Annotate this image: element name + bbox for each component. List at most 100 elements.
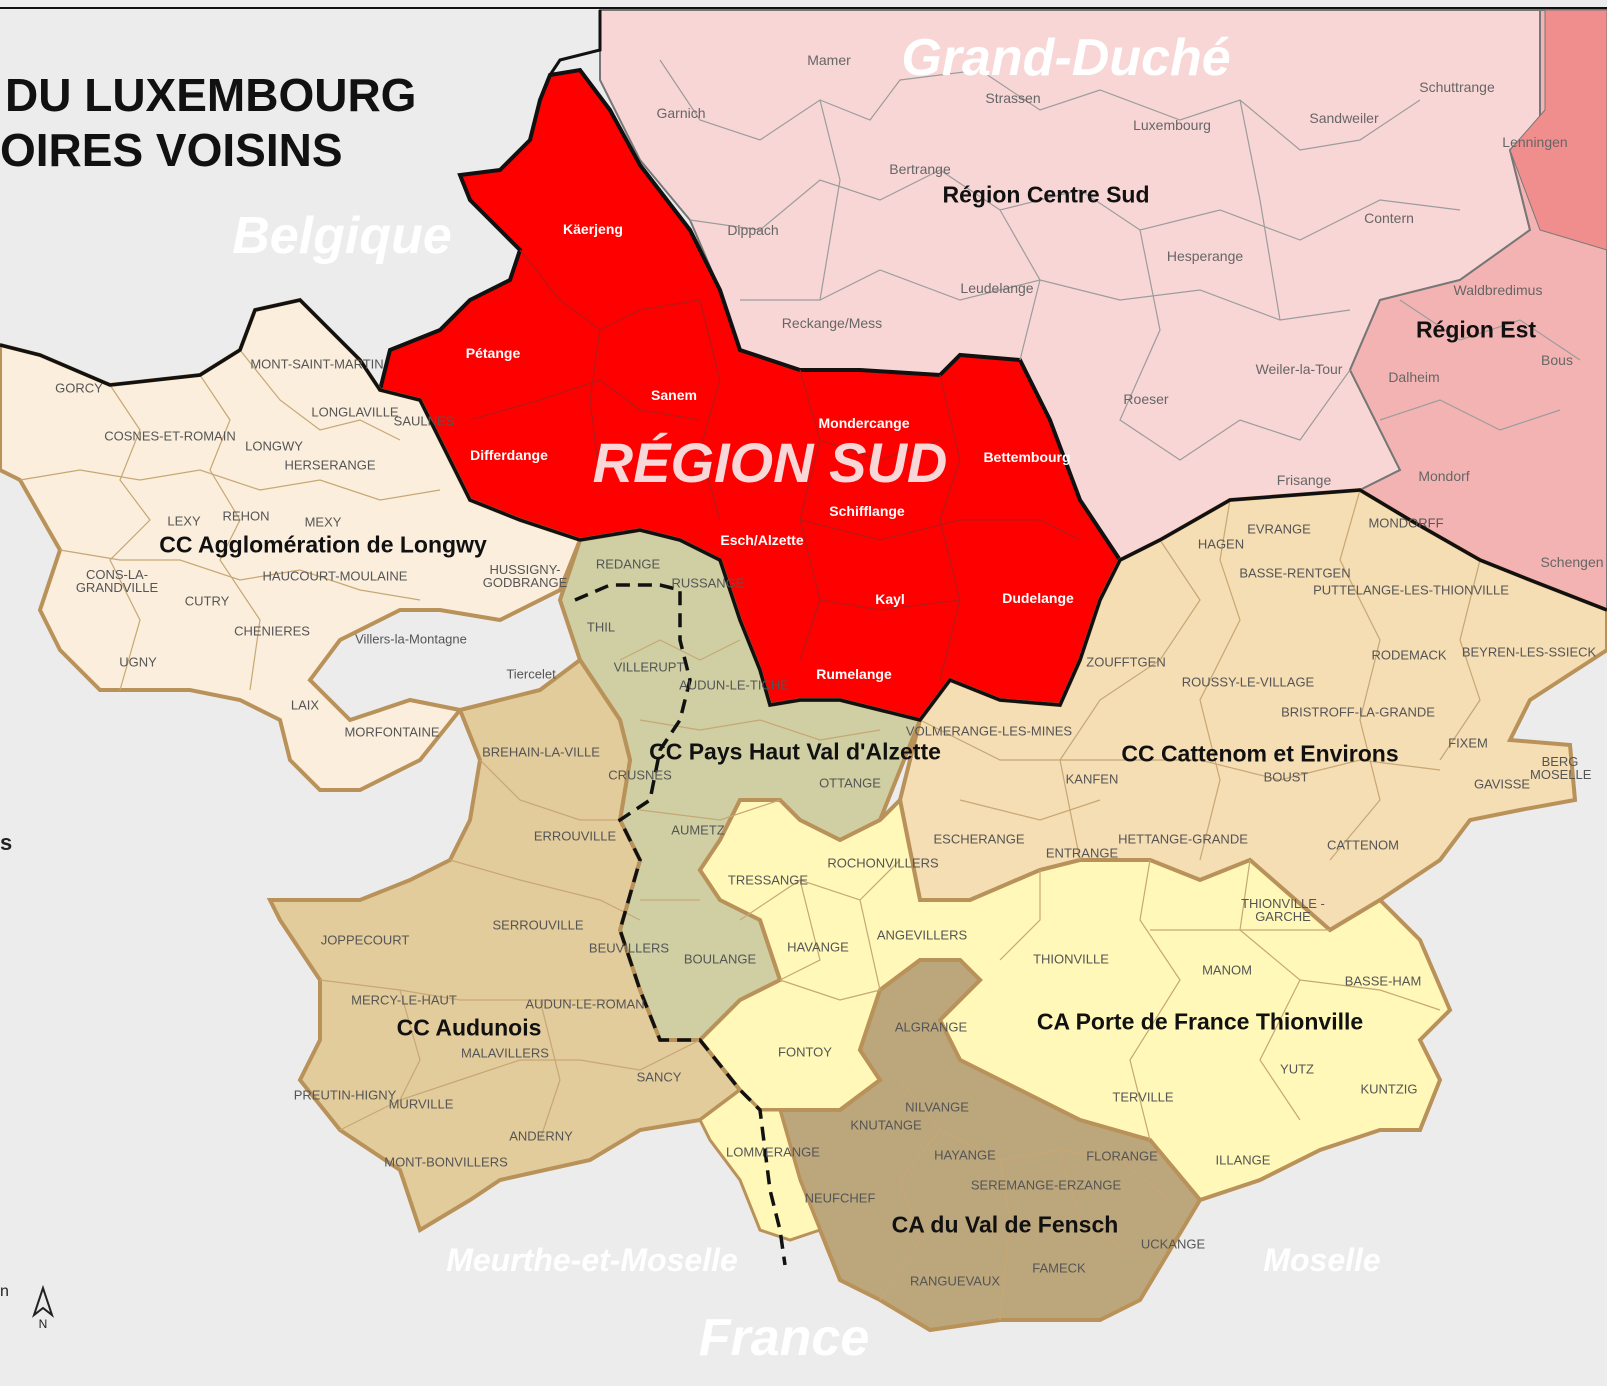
region-label-pays-haut: CC Pays Haut Val d'Alzette	[649, 738, 941, 765]
commune-label: AUDUN-LE-TICHE	[679, 677, 789, 693]
region-label-longwy: CC Agglomération de Longwy	[159, 531, 487, 558]
commune-label: GAVISSE	[1473, 776, 1531, 792]
map-title-line2: OIRES VOISINS	[0, 124, 343, 176]
national-border	[0, 298, 1607, 722]
commune-label: Frisange	[1276, 472, 1332, 488]
edge-text-n: n	[0, 1283, 9, 1300]
commune-label: ANGEVILLERS	[876, 927, 968, 943]
commune-label: TRESSANGE	[727, 872, 809, 888]
commune-label: VILLERUPT	[613, 659, 685, 675]
commune-label: HERSERANGE	[284, 457, 376, 473]
commune-label: ENTRANGE	[1045, 845, 1119, 861]
dept-label-meurthe: Meurthe-et-Moselle	[446, 1242, 738, 1278]
sud-commune-label: Esch/Alzette	[720, 532, 804, 548]
commune-label: KANFEN	[1065, 771, 1119, 787]
region-label-centre-sud: Région Centre Sud	[942, 181, 1150, 208]
commune-label: MONT-SAINT-MARTIN	[250, 356, 384, 372]
commune-label: ROCHONVILLERS	[827, 855, 939, 871]
commune-label: FONTOY	[778, 1044, 832, 1060]
commune-label: ZOUFFTGEN	[1086, 654, 1166, 670]
commune-label: PREUTIN-HIGNY	[293, 1087, 397, 1103]
commune-label: AUMETZ	[671, 822, 725, 838]
commune-label: BERG MOSELLE	[1530, 754, 1592, 782]
commune-label: HAYANGE	[934, 1147, 996, 1163]
ca-fensch-area	[777, 958, 1203, 1333]
commune-label: HAGEN	[1197, 536, 1245, 552]
commune-label: ERROUVILLE	[533, 828, 617, 844]
commune-label: BOUST	[1263, 769, 1309, 785]
commune-label: NEUFCHEF	[804, 1190, 876, 1206]
commune-label: FLORANGE	[1086, 1148, 1158, 1164]
sud-commune-label: Käerjeng	[563, 221, 623, 237]
commune-label: MONDORFF	[1368, 515, 1444, 531]
belgium-border	[548, 10, 602, 76]
region-label-audunois: CC Audunois	[396, 1014, 542, 1041]
commune-label: CATTENOM	[1327, 837, 1399, 853]
commune-label: Contern	[1364, 210, 1414, 226]
commune-label: OTTANGE	[819, 775, 881, 791]
commune-label: THIONVILLE - GARCHE	[1241, 896, 1325, 924]
sud-commune-label: Differdange	[470, 447, 548, 463]
commune-label: Reckange/Mess	[781, 315, 883, 331]
commune-label: Dalheim	[1388, 369, 1440, 385]
commune-label: RUSSANGE	[671, 575, 745, 591]
commune-label: LAIX	[290, 697, 320, 713]
commune-label: MANOM	[1202, 962, 1252, 978]
commune-label: RODEMACK	[1371, 647, 1447, 663]
commune-label: CONS-LA-GRANDVILLE	[75, 567, 159, 595]
commune-label: SAULNES	[393, 413, 455, 429]
region-label-cattenom: CC Cattenom et Environs	[1121, 740, 1399, 767]
commune-label: Tiercelet	[506, 666, 556, 682]
commune-label: LONGLAVILLE	[311, 404, 399, 420]
commune-label: REHON	[222, 508, 270, 524]
sud-commune-label: Bettembourg	[983, 449, 1071, 465]
region-label-fensch: CA du Val de Fensch	[891, 1211, 1119, 1238]
commune-label: MONT-BONVILLERS	[384, 1154, 508, 1170]
commune-label: Hesperange	[1166, 248, 1244, 264]
commune-label: Roeser	[1123, 391, 1169, 407]
commune-label: Schengen	[1540, 554, 1604, 570]
commune-label: UGNY	[119, 654, 157, 670]
fr-commune-boundaries	[19, 349, 1481, 1321]
commune-label: Leudelange	[960, 280, 1034, 296]
edge-text-s: s	[0, 830, 13, 855]
commune-label: LONGWY	[245, 438, 303, 454]
commune-label: SEREMANGE-ERZANGE	[970, 1177, 1122, 1193]
commune-label: Lenningen	[1502, 134, 1568, 150]
commune-label: GORCY	[55, 380, 103, 396]
commune-label: HAUCOURT-MOULAINE	[262, 568, 408, 584]
commune-label: BASSE-RENTGEN	[1239, 565, 1351, 581]
commune-label: KNUTANGE	[850, 1117, 922, 1133]
cc-audunois-area	[266, 657, 743, 1233]
sud-commune-label: Dudelange	[1002, 590, 1074, 606]
sud-commune-label: Schifflange	[829, 503, 905, 519]
commune-label: Strassen	[985, 90, 1041, 106]
department-boundary-dashed	[574, 583, 787, 1266]
commune-label: YUTZ	[1280, 1061, 1314, 1077]
commune-label: ANDERNY	[509, 1128, 573, 1144]
commune-label: VOLMERANGE-LES-MINES	[905, 723, 1073, 739]
commune-label: BRISTROFF-LA-GRANDE	[1281, 704, 1435, 720]
commune-label: BOULANGE	[683, 951, 757, 967]
commune-label: Waldbredimus	[1453, 282, 1543, 298]
commune-label: BREHAIN-LA-VILLE	[482, 744, 600, 760]
commune-label: Mamer	[807, 52, 851, 68]
country-label-grand-duche: Grand-Duché	[901, 29, 1231, 87]
commune-label: THIL	[586, 619, 616, 635]
commune-label: CHENIERES	[234, 623, 310, 639]
region-est-dark-strip	[1509, 9, 1607, 251]
commune-label: TERVILLE	[1112, 1089, 1174, 1105]
commune-label: Bertrange	[889, 161, 951, 177]
commune-label: KUNTZIG	[1360, 1081, 1418, 1097]
sud-commune-label: Rumelange	[816, 666, 892, 682]
commune-label: HUSSIGNY-GODBRANGE	[482, 562, 568, 590]
commune-label: Garnich	[656, 105, 706, 121]
commune-label: Schuttrange	[1419, 79, 1495, 95]
commune-label: Villers-la-Montagne	[355, 631, 467, 647]
north-arrow-label: N	[38, 1317, 48, 1331]
commune-label: LOMMERANGE	[726, 1144, 820, 1160]
country-label-france: France	[698, 1309, 870, 1367]
commune-label: Bous	[1541, 352, 1573, 368]
